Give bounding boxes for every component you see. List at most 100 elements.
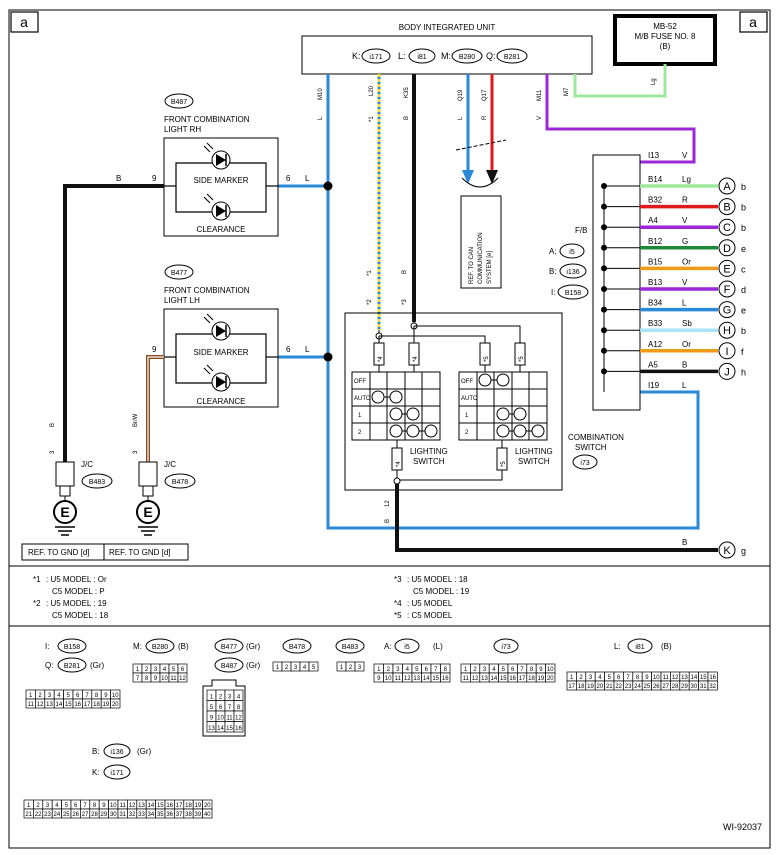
pin-number: 31 <box>119 812 126 818</box>
pin-number: 13 <box>413 676 420 682</box>
pin-number: 14 <box>423 676 430 682</box>
gnd1-connector: B483 <box>89 479 105 486</box>
combo-pin-color: G <box>682 237 688 246</box>
combo-pin-color: Sb <box>682 319 692 328</box>
conn-l-prefix: L: <box>398 51 406 61</box>
conn-k-oval <box>361 48 391 64</box>
combo-pin-color: V <box>682 278 688 287</box>
pin-number: 37 <box>176 812 183 818</box>
cv-i171-prefix: K: <box>92 768 100 777</box>
cv-b280-code: B280 <box>152 644 168 651</box>
combo-letter-circle <box>718 280 736 298</box>
pin-number: 12 <box>129 803 136 809</box>
pin-number: 7 <box>626 675 630 681</box>
combo-letter: F <box>724 284 731 296</box>
pin-number: 4 <box>57 693 61 699</box>
pin-number: 24 <box>54 812 61 818</box>
pin-number: 30 <box>691 684 698 690</box>
combo-pin-label: A5 <box>648 360 658 369</box>
combo-pin-color: B <box>682 360 687 369</box>
cv-b280-prefix: M: <box>133 642 142 651</box>
combo-pin-color: V <box>682 151 688 160</box>
cv-b158-code: B158 <box>64 644 80 651</box>
pin-number: 15 <box>700 675 707 681</box>
pin-number: 27 <box>82 812 89 818</box>
gnd2-symbol: E <box>143 504 152 520</box>
pin-number: 10 <box>112 693 119 699</box>
gnd2-ref: REF. TO GND [d] <box>109 548 171 557</box>
combo-letter: E <box>723 263 730 275</box>
pin-number: 22 <box>35 812 42 818</box>
lh-connector: B477 <box>171 270 187 277</box>
cv-b281-code: B281 <box>64 663 80 670</box>
lh-title2: LIGHT LH <box>164 296 200 305</box>
pin-number: 8 <box>444 667 448 673</box>
page-frame <box>8 9 771 849</box>
wire-l20-color: *1 <box>369 116 375 122</box>
pin-number: 10 <box>653 675 660 681</box>
fuse-connector: (B) <box>660 42 671 51</box>
pin-number: 18 <box>93 702 100 708</box>
combo-suffix: h <box>741 367 746 377</box>
wire-l20-label: L20 <box>369 85 375 96</box>
body-unit-box <box>301 35 593 75</box>
combo-pin-label: B14 <box>648 175 663 184</box>
wire-blue-l-main <box>326 74 700 530</box>
rh-clearance-diode <box>216 205 226 217</box>
pin-number: 6 <box>76 693 80 699</box>
pin-number: 16 <box>235 726 242 732</box>
lighting-switch-box <box>344 312 563 491</box>
cv-b281-color: (Gr) <box>90 661 105 670</box>
gnd2-jc-body <box>138 461 158 487</box>
fuse-line2: M/B FUSE NO. 8 <box>635 32 696 41</box>
pin-number: 13 <box>208 726 215 732</box>
u5-pos-2: 2 <box>358 430 362 436</box>
pin-number: 8 <box>530 667 534 673</box>
note1-line1: : U5 MODEL : Or <box>46 575 107 584</box>
pin-number: 2 <box>36 803 40 809</box>
can-twist-line <box>455 139 507 151</box>
conn-q-oval <box>496 48 528 64</box>
note4-line1: : U5 MODEL <box>407 599 453 608</box>
pin-number: 11 <box>463 676 470 682</box>
pin-cell <box>233 721 244 733</box>
lh-clearance-diode <box>216 376 226 388</box>
pin-number: 28 <box>672 684 679 690</box>
pin-number: 9 <box>104 693 108 699</box>
pin-cell <box>440 672 451 683</box>
gnd1-jc: J/C <box>81 460 93 469</box>
combo-letter-circle <box>718 198 736 216</box>
pin-number: 10 <box>161 676 168 682</box>
can-ref-line2: COMMUNICATION <box>478 232 484 284</box>
combo-label2: SWITCH <box>575 443 607 452</box>
pin-number: 14 <box>56 702 63 708</box>
pin-number: 11 <box>120 803 127 809</box>
c5-pos-2: 2 <box>465 430 469 436</box>
pin-number: 1 <box>464 667 468 673</box>
pin-number: 11 <box>663 675 670 681</box>
pin-number: 15 <box>500 676 507 682</box>
pin-number: 6 <box>425 667 429 673</box>
pin-number: 33 <box>138 812 145 818</box>
wire-m7-label: M7 <box>564 87 570 96</box>
pin-number: 2 <box>285 665 289 671</box>
combo-suffix: e <box>741 306 746 316</box>
combo-pin-label: I13 <box>648 151 660 160</box>
mark-s4-c: *4 <box>396 461 402 467</box>
pin-number: 6 <box>219 705 223 711</box>
sw-right-label2: SWITCH <box>518 457 550 466</box>
cv-i136-color: (Gr) <box>137 747 152 756</box>
gnd1-pin: 3 <box>50 450 56 454</box>
pin-number: 13 <box>481 676 488 682</box>
note1-mark: *1 <box>33 575 41 584</box>
wire-brw-outer <box>146 355 164 462</box>
combo-suffix: d <box>741 285 746 295</box>
wire-m11-label: M11 <box>537 89 543 101</box>
